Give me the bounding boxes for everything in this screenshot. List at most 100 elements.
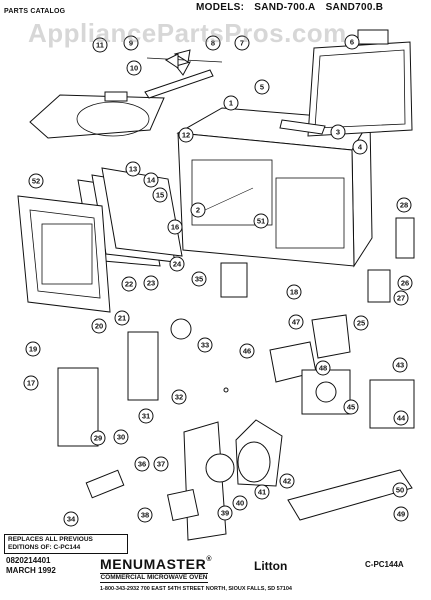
model-a: SAND-700.A	[254, 2, 316, 13]
callout-5: 5	[254, 79, 270, 95]
callout-24: 24	[169, 256, 185, 272]
lower-components	[57, 217, 415, 541]
svg-text:2: 2	[196, 206, 200, 215]
svg-text:31: 31	[142, 412, 150, 421]
callout-15: 15	[152, 187, 168, 203]
replaces-line-1: REPLACES ALL PREVIOUS	[8, 536, 93, 543]
svg-text:37: 37	[157, 460, 165, 469]
brand-name: MENUMASTER®	[100, 556, 212, 572]
callout-6: 6	[344, 34, 360, 50]
callout-21: 21	[114, 310, 130, 326]
catalog-code: C-PC144A	[365, 560, 404, 569]
company-address: 1-800-343-2932 700 EAST 54TH STREET NORT…	[100, 586, 292, 592]
parts-catalog-label: PARTS CATALOG	[4, 8, 66, 15]
callout-41: 41	[254, 484, 270, 500]
svg-text:50: 50	[396, 486, 404, 495]
callout-51: 51	[253, 213, 269, 229]
svg-text:4: 4	[358, 143, 363, 152]
models-label: MODELS:	[196, 2, 245, 13]
svg-text:38: 38	[141, 511, 149, 520]
svg-text:47: 47	[292, 318, 300, 327]
footer-left-block: 0820214401 MARCH 1992	[6, 556, 56, 576]
svg-text:18: 18	[290, 288, 298, 297]
top-plate	[29, 91, 165, 139]
svg-text:17: 17	[27, 379, 35, 388]
svg-text:46: 46	[243, 347, 251, 356]
svg-text:5: 5	[260, 83, 264, 92]
replaces-notice: REPLACES ALL PREVIOUS EDITIONS OF: C-PC1…	[4, 534, 128, 554]
callout-36: 36	[134, 456, 150, 472]
svg-text:28: 28	[400, 201, 408, 210]
callout-1: 1	[223, 95, 239, 111]
svg-text:21: 21	[118, 314, 126, 323]
svg-text:33: 33	[201, 341, 209, 350]
svg-text:10: 10	[130, 64, 138, 73]
back-panel	[279, 29, 413, 137]
callout-8: 8	[205, 35, 221, 51]
callout-42: 42	[279, 473, 295, 489]
svg-text:32: 32	[175, 393, 183, 402]
svg-text:51: 51	[257, 217, 265, 226]
svg-text:8: 8	[211, 39, 215, 48]
callout-49: 49	[393, 506, 409, 522]
callout-11: 11	[92, 37, 108, 53]
callout-45: 45	[343, 399, 359, 415]
svg-text:39: 39	[221, 509, 229, 518]
svg-text:52: 52	[32, 177, 40, 186]
callout-38: 38	[137, 507, 153, 523]
callout-35: 35	[191, 271, 207, 287]
callout-12: 12	[178, 127, 194, 143]
callout-39: 39	[217, 505, 233, 521]
callout-16: 16	[167, 219, 183, 235]
svg-text:22: 22	[125, 280, 133, 289]
svg-text:48: 48	[319, 364, 327, 373]
svg-text:3: 3	[336, 128, 340, 137]
watermark-text: AppliancePartsPros.com	[28, 18, 347, 48]
callout-19: 19	[25, 341, 41, 357]
svg-text:19: 19	[29, 345, 37, 354]
brand-subtitle: COMMERCIAL MICROWAVE OVEN	[100, 573, 208, 583]
svg-text:7: 7	[240, 39, 244, 48]
callout-7: 7	[234, 35, 250, 51]
issue-date: MARCH 1992	[6, 566, 56, 575]
svg-text:40: 40	[236, 499, 244, 508]
svg-text:14: 14	[147, 176, 156, 185]
callout-14: 14	[143, 172, 159, 188]
svg-text:15: 15	[156, 191, 164, 200]
callout-43: 43	[392, 357, 408, 373]
callout-34: 34	[63, 511, 79, 527]
company-name: Litton	[254, 559, 288, 573]
callout-17: 17	[23, 375, 39, 391]
svg-text:35: 35	[195, 275, 203, 284]
callout-33: 33	[197, 337, 213, 353]
svg-text:29: 29	[94, 434, 102, 443]
svg-text:24: 24	[173, 260, 182, 269]
callout-20: 20	[91, 318, 107, 334]
callout-32: 32	[171, 389, 187, 405]
callout-3: 3	[330, 124, 346, 140]
callout-18: 18	[286, 284, 302, 300]
svg-text:42: 42	[283, 477, 291, 486]
svg-text:12: 12	[182, 131, 190, 140]
callout-46: 46	[239, 343, 255, 359]
callout-48: 48	[315, 360, 331, 376]
svg-text:20: 20	[95, 322, 103, 331]
callout-29: 29	[90, 430, 106, 446]
model-b: SAND700.B	[325, 2, 384, 13]
svg-text:9: 9	[129, 39, 133, 48]
svg-text:44: 44	[397, 414, 406, 423]
part-number: 0820214401	[6, 556, 51, 565]
callout-4: 4	[352, 139, 368, 155]
svg-text:43: 43	[396, 361, 404, 370]
brand-text: MENUMASTER	[100, 556, 207, 572]
stirrer-fan	[144, 49, 223, 99]
svg-text:11: 11	[96, 41, 104, 50]
callout-44: 44	[393, 410, 409, 426]
callout-30: 30	[113, 429, 129, 445]
svg-text:13: 13	[129, 165, 137, 174]
registered-mark: ®	[206, 556, 213, 563]
callout-28: 28	[396, 197, 412, 213]
callout-52: 52	[28, 173, 44, 189]
callout-23: 23	[143, 275, 159, 291]
callout-26: 26	[397, 275, 413, 291]
